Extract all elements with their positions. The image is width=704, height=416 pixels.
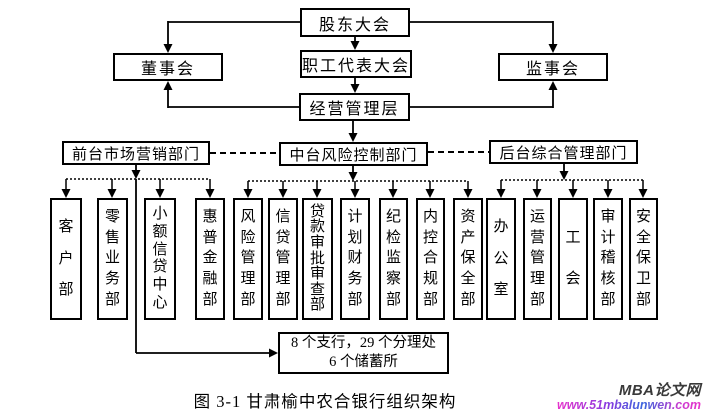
arrowheads	[61, 41, 648, 358]
watermark: MBA论文网 www.51mbalunwen.com	[557, 383, 701, 413]
dept-office: 办公室	[486, 198, 516, 320]
watermark-site-name: MBA论文网	[618, 382, 701, 399]
dept-security-protection: 安全保卫部	[629, 198, 658, 320]
branches-line-1: 8 个支行，29 个分理处	[291, 335, 436, 351]
dept-asset-preservation: 资产保全部	[453, 198, 483, 320]
dotted-rails	[66, 178, 644, 182]
node-workers-congress: 职工代表大会	[300, 50, 412, 78]
dept-labor-union: 工会	[558, 198, 588, 320]
node-shareholders-meeting: 股东大会	[300, 8, 410, 37]
node-board-of-supervisors: 监事会	[498, 53, 608, 81]
dept-risk-management: 风险管理部	[233, 198, 263, 320]
dept-credit-management: 信贷管理部	[268, 198, 298, 320]
drop-stems	[65, 179, 644, 190]
watermark-site-url: www.51mbalunwen.com	[556, 398, 701, 412]
solid-connectors	[135, 21, 565, 354]
dept-discipline-inspection: 纪检监察部	[379, 198, 408, 320]
node-back-office-general-management: 后台综合管理部门	[489, 140, 638, 164]
dept-internal-control-compliance: 内控合规部	[416, 198, 445, 320]
figure-caption: 图 3-1 甘肃榆中农合银行组织架构	[193, 392, 457, 411]
dept-loan-approval-review: 贷款审批审查部	[302, 198, 333, 320]
dept-micro-credit-center: 小额信贷中心	[144, 198, 176, 320]
branches-line-2: 6 个储蓄所	[329, 354, 398, 370]
dept-customer: 客户部	[50, 198, 82, 320]
node-middle-office-risk-control: 中台风险控制部门	[279, 142, 428, 166]
dept-operations-management: 运营管理部	[523, 198, 552, 320]
dashed-connectors	[210, 151, 489, 154]
branches-box: 8 个支行，29 个分理处 6 个储蓄所	[278, 332, 449, 374]
dept-planning-finance: 计划财务部	[340, 198, 370, 320]
dept-inclusive-finance: 惠普金融部	[195, 198, 225, 320]
dept-audit-inspection: 审计稽核部	[593, 198, 623, 320]
node-board-of-directors: 董事会	[113, 53, 223, 81]
node-front-office-marketing: 前台市场营销部门	[62, 141, 210, 165]
node-management-level: 经营管理层	[299, 93, 410, 121]
dept-retail-business: 零售业务部	[97, 198, 128, 320]
